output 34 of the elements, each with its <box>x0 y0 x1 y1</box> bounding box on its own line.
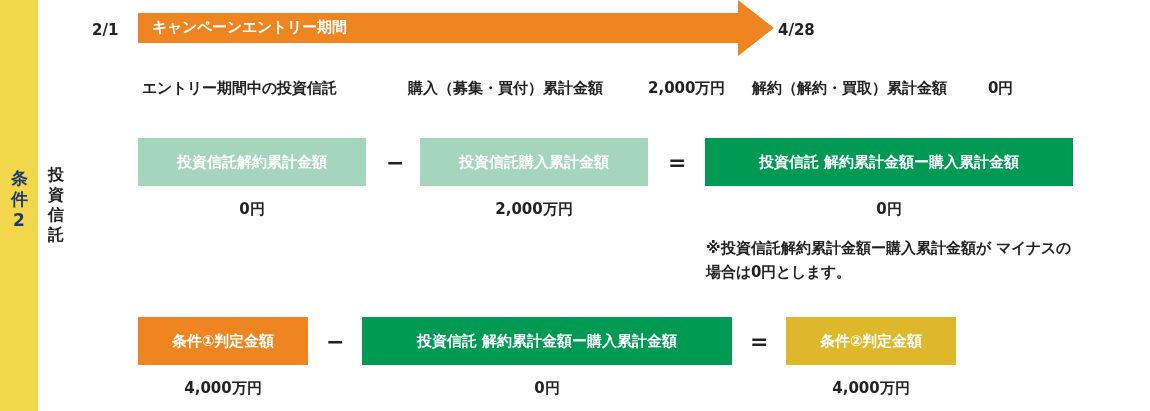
minus-sign: − <box>326 329 345 354</box>
amount-text: 2,000万円 <box>648 79 726 98</box>
box-label: 投資信託 解約累計金額ー購入累計金額 <box>416 331 678 351</box>
minus-sign: − <box>386 150 405 175</box>
formula-box <box>786 317 956 365</box>
formula-box <box>362 317 732 365</box>
amount-text: 0円 <box>238 200 266 219</box>
amount-text: 0円 <box>875 200 903 219</box>
condition-text: 購入（募集・買付）累計金額 <box>408 79 603 98</box>
arrow-label: キャンペーンエントリー期間 <box>152 18 347 37</box>
band-label: 条件2 <box>10 168 28 231</box>
equals-sign: = <box>668 150 687 175</box>
equals-sign: = <box>750 329 769 354</box>
box-label: 投資信託解約累計金額 <box>177 152 327 172</box>
amount-text: 2,000万円 <box>494 200 574 219</box>
amount-text: 0円 <box>533 379 561 398</box>
box-label: 投資信託購入累計金額 <box>459 152 609 172</box>
box-label: 投資信託 解約累計金額ー購入累計金額 <box>758 152 1020 172</box>
condition-text: エントリー期間中の投資信託 <box>142 79 337 98</box>
box-label: 条件①判定金額 <box>171 331 275 351</box>
period-arrow <box>138 0 774 56</box>
amount-text: 4,000万円 <box>831 379 911 398</box>
condition-text: 解約（解約・買取）累計金額 <box>752 79 947 98</box>
formula-box <box>138 138 366 186</box>
formula-box <box>138 317 308 365</box>
date-text: 4/28 <box>778 21 815 39</box>
date-text: 2/1 <box>92 21 119 39</box>
box-label: 条件②判定金額 <box>819 331 923 351</box>
amount-text: 4,000万円 <box>183 379 263 398</box>
formula-box <box>420 138 648 186</box>
note-text: ※投資信託解約累計金額ー購入累計金額が マイナスの場合は0円とします。 <box>706 238 1072 283</box>
formula-box <box>705 138 1073 186</box>
side-band <box>0 0 38 411</box>
amount-text: 0円 <box>988 79 1014 98</box>
